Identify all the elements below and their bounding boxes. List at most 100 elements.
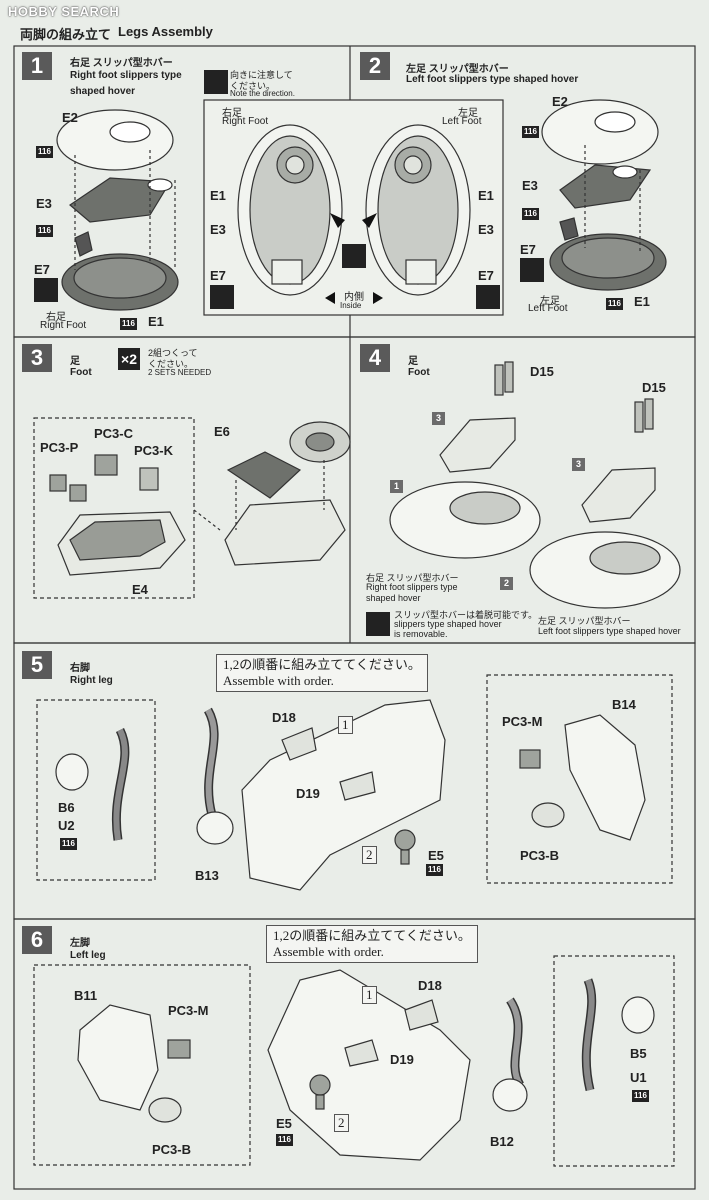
center-left-jp: 左足 [458, 108, 478, 119]
center-e7-right: E7 [478, 268, 494, 283]
paint-badge: 116 [36, 225, 53, 237]
step-1-foot-en: Right Foot [40, 320, 87, 331]
part-e7: E7 [520, 242, 536, 257]
step-4-right-en2: shaped hover [366, 593, 421, 603]
paint-badge: 116 [426, 864, 443, 876]
step-6-order-box: 1,2の順番に組み立ててください。 Assemble with order. [266, 925, 478, 963]
order-num-1: 1 [338, 716, 353, 734]
center-e3-left: E3 [210, 222, 226, 237]
part-e1: E1 [148, 314, 164, 329]
step-2-foot-jp: 左足 [540, 296, 560, 307]
part-e2: E2 [552, 94, 568, 109]
glue-icon [204, 70, 228, 94]
step-5-title-jp: 右脚 [70, 663, 90, 674]
part-e6: E6 [214, 424, 230, 439]
step-1-title-en2: shaped hover [70, 86, 136, 97]
step-5-order-en: Assemble with order. [223, 673, 334, 688]
sub-step-1: 1 [390, 480, 403, 493]
step-2-title-jp: 左足 スリッパ型ホバー [406, 64, 509, 75]
frame-step-6 [13, 918, 696, 1190]
part-e5: E5 [276, 1116, 292, 1131]
part-pc3-m: PC3-M [502, 714, 543, 729]
part-e4: E4 [132, 582, 148, 597]
heading-jp: 両脚の組み立て [20, 27, 112, 42]
step-5-title-en: Right leg [70, 675, 113, 686]
step-6-title-jp: 左脚 [70, 938, 90, 949]
step-2-title-en: Left foot slippers type shaped hover [406, 74, 579, 85]
step-3-title-en: Foot [70, 367, 92, 378]
step-4-removable-en2: is removable. [394, 629, 448, 639]
step-1-title-en: Right foot slippers type [70, 70, 182, 81]
center-e3-right: E3 [478, 222, 494, 237]
step-3-sets-jp2: ください。 [148, 359, 194, 369]
glue-icon [342, 244, 366, 268]
step-6-number: 6 [22, 926, 52, 954]
step-4-removable-en: slippers type shaped hover [394, 619, 502, 629]
part-pc3-k: PC3-K [134, 443, 174, 458]
step-4-left-jp: 左足 スリッパ型ホバー [538, 616, 631, 626]
part-e3: E3 [36, 196, 52, 211]
glue-icon [34, 278, 58, 302]
part-b11: B11 [74, 988, 98, 1003]
sub-step-3: 3 [432, 412, 445, 425]
order-num-1: 1 [362, 986, 377, 1004]
step-4-left-en: Left foot slippers type shaped hover [538, 626, 681, 636]
glue-icon [476, 285, 500, 309]
center-right-jp: 右足 [222, 108, 242, 119]
order-num-2: 2 [362, 846, 377, 864]
part-b5: B5 [630, 1046, 647, 1061]
step-2-number: 2 [360, 52, 390, 80]
part-b13: B13 [195, 868, 219, 883]
center-inside-jp: 内側 [344, 292, 364, 303]
paint-badge: 116 [120, 318, 137, 330]
step-1-number: 1 [22, 52, 52, 80]
step-6-order-en: Assemble with order. [273, 944, 384, 959]
step-5-order-jp: 1,2の順番に組み立ててください。 [223, 657, 421, 672]
step-4-title-en: Foot [408, 367, 430, 378]
part-e7: E7 [34, 262, 50, 277]
watermark: HOBBY SEARCH [8, 4, 120, 19]
step-5-order-box: 1,2の順番に組み立ててください。 Assemble with order. [216, 654, 428, 692]
part-u1: U1 [630, 1070, 647, 1085]
step-3-number: 3 [22, 344, 52, 372]
part-e1: E1 [634, 294, 650, 309]
step-4-number: 4 [360, 344, 390, 372]
step-4-title-jp: 足 [408, 356, 418, 367]
part-pc3-b: PC3-B [520, 848, 560, 863]
part-d19: D19 [296, 786, 320, 801]
part-b14: B14 [612, 697, 636, 712]
part-d15: D15 [642, 380, 666, 395]
part-e3: E3 [522, 178, 538, 193]
part-pc3-c: PC3-C [94, 426, 134, 441]
step-6-order-jp: 1,2の順番に組み立ててください。 [273, 928, 471, 943]
step-4-right-en: Right foot slippers type [366, 582, 458, 592]
paint-badge: 116 [632, 1090, 649, 1102]
center-inside-en: Inside [340, 301, 362, 310]
step-1-note-jp2: ください。 [230, 81, 276, 91]
part-d19: D19 [390, 1052, 414, 1067]
center-e1-left: E1 [210, 188, 226, 203]
step-6-title-en: Left leg [70, 950, 106, 961]
part-e5: E5 [428, 848, 444, 863]
part-u2: U2 [58, 818, 75, 833]
part-e2: E2 [62, 110, 78, 125]
step-3-title-jp: 足 [70, 356, 80, 367]
part-d15: D15 [530, 364, 554, 379]
step-3-sets-en: 2 SETS NEEDED [148, 368, 212, 377]
center-e1-right: E1 [478, 188, 494, 203]
step-2-foot-en: Left Foot [528, 303, 568, 314]
part-b12: B12 [490, 1134, 514, 1149]
step-1-note-en: Note the direction. [230, 89, 295, 98]
part-b6: B6 [58, 800, 75, 815]
part-d18: D18 [418, 978, 442, 993]
step-4-removable-jp: スリッパ型ホバーは着脱可能です。 [394, 610, 538, 620]
glue-icon [366, 612, 390, 636]
part-pc3-p: PC3-P [40, 440, 79, 455]
paint-badge: 116 [36, 146, 53, 158]
multiplier-badge: ×2 [118, 348, 140, 370]
step-1-foot-jp: 右足 [46, 312, 66, 323]
part-pc3-b: PC3-B [152, 1142, 192, 1157]
paint-badge: 116 [60, 838, 77, 850]
part-d18: D18 [272, 710, 296, 725]
